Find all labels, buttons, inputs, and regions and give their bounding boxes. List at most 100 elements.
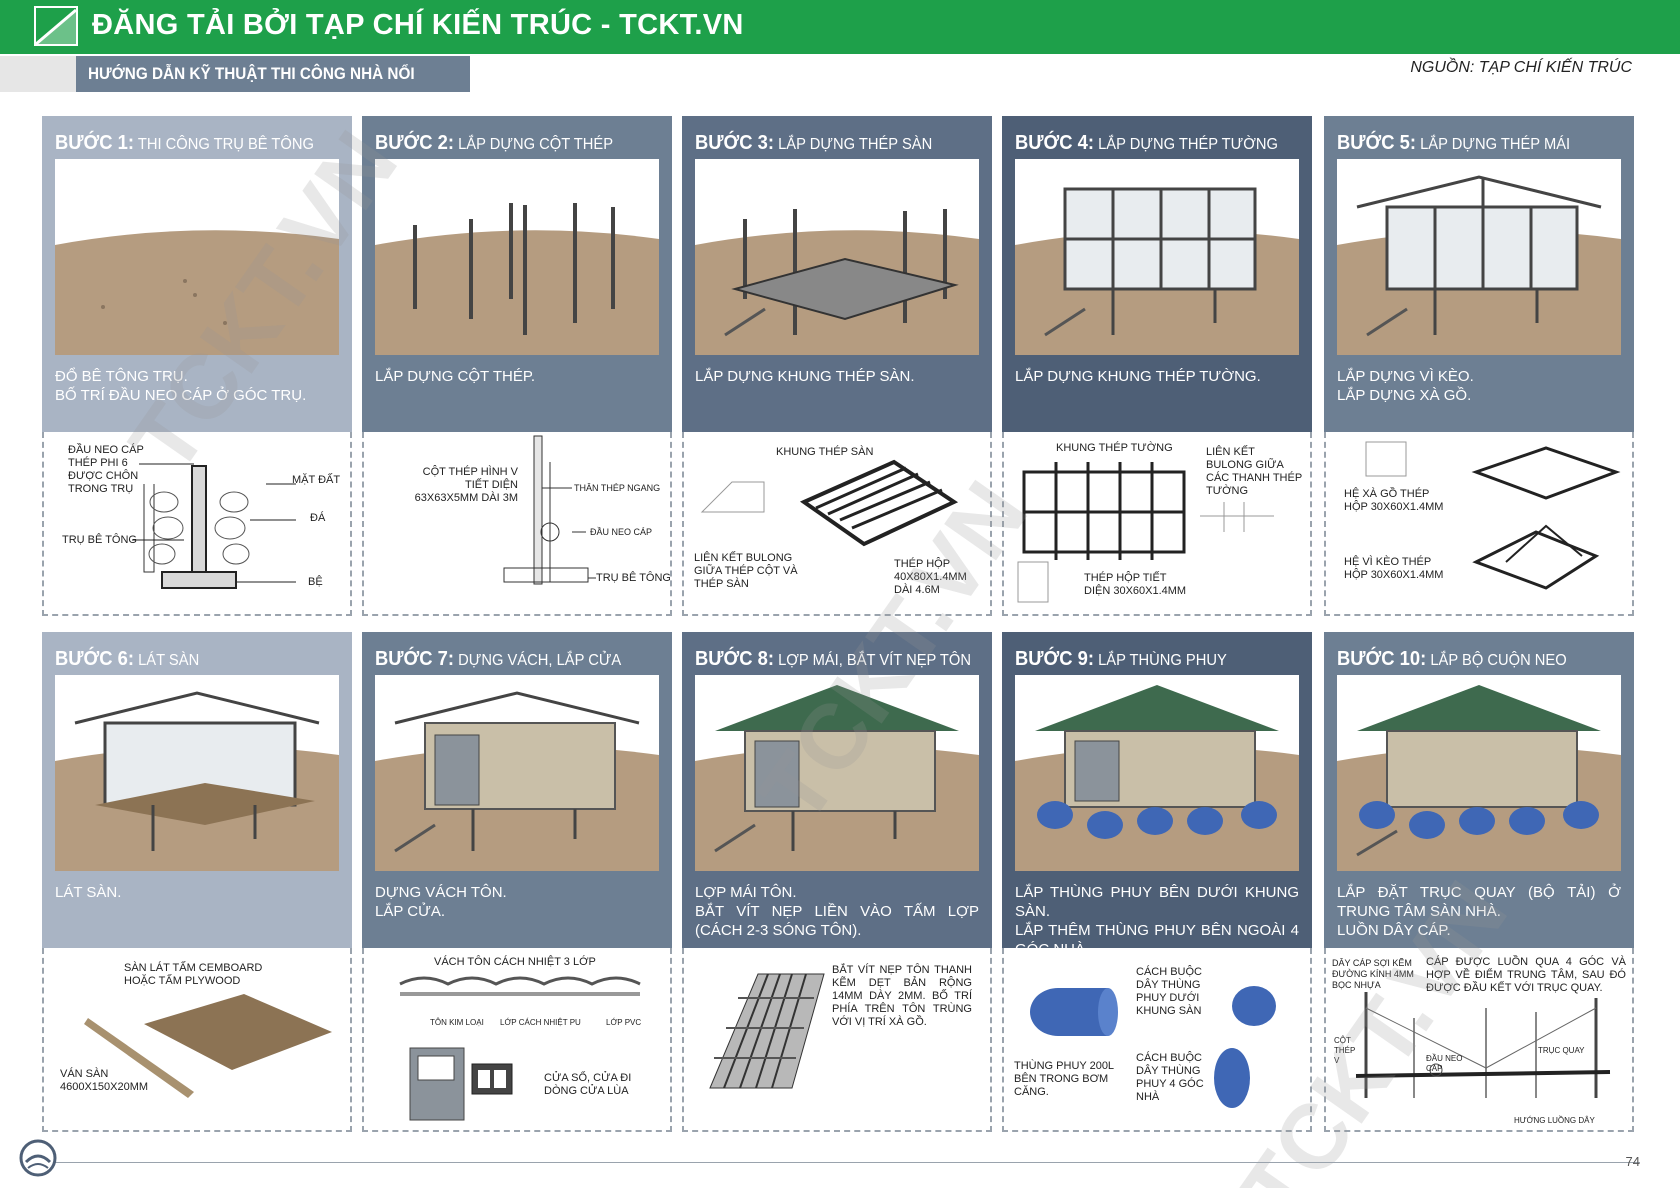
step-card-1: BƯỚC 1: THI CÔNG TRỤ BÊ TÔNG ĐỔ BÊ TÔNG … xyxy=(42,116,352,616)
concrete-pillars-illustration xyxy=(55,159,339,355)
step-title: BƯỚC 10: LẮP BỘ CUỘN NEO xyxy=(1337,648,1567,670)
step-detail-drawing: ĐẦU NEO CÁP THÉP PHI 6 ĐƯỢC CHÔN TRONG T… xyxy=(42,432,352,616)
detail-label: TÔN KIM LOẠI xyxy=(430,1018,484,1027)
footer-rule xyxy=(24,1162,1640,1163)
detail-label: CÁP ĐƯỢC LUỒN QUA 4 GÓC VÀ HỢP VỀ ĐIỂM T… xyxy=(1426,956,1626,994)
source-credit: NGUỒN: TẠP CHÍ KIẾN TRÚC xyxy=(1410,59,1632,76)
step-detail-drawing: CỘT THÉP HÌNH V TIẾT DIỆN 63X63X5MM DÀI … xyxy=(362,432,672,616)
step-card-10: BƯỚC 10: LẮP BỘ CUỘN NEO LẮP ĐẶT TRỤC QU… xyxy=(1324,632,1634,1132)
step-detail-drawing: KHUNG THÉP TƯỜNG LIÊN KẾT BULONG GIỮA CÁ… xyxy=(1002,432,1312,616)
detail-label: BỆ xyxy=(308,576,323,588)
roofing-illustration xyxy=(695,675,979,871)
wall-frame-drawing xyxy=(1017,462,1274,603)
detail-label: LỚP PVC xyxy=(606,1018,642,1027)
detail-label: THÉP HỘP TIẾT DIỆN 30X60X1.4MM xyxy=(1084,572,1187,597)
wall-frame-illustration xyxy=(1015,159,1299,355)
step-detail-drawing: VÁCH TÔN CÁCH NHIỆT 3 LỚP TÔN KIM LOẠI L… xyxy=(362,948,672,1132)
detail-label: CỘT THÉP V xyxy=(1334,1036,1356,1065)
detail-label: THÉP HỘP 40X80X1.4MM DÀI 4.6M xyxy=(894,558,967,596)
step-card-5: BƯỚC 5: LẮP DỰNG THÉP MÁI LẮP DỰNG VÌ KÈ… xyxy=(1324,116,1634,616)
detail-label: TRỤ BÊ TÔNG xyxy=(62,534,137,546)
header-banner: ĐĂNG TẢI BỞI TẠP CHÍ KIẾN TRÚC - TCKT.VN xyxy=(0,0,1680,54)
step-card-8: BƯỚC 8: LỢP MÁI, BẮT VÍT NẸP TÔN LỢP MÁI… xyxy=(682,632,992,1132)
step-card-4: BƯỚC 4: LẮP DỰNG THÉP TƯỜNG LẮP DỰNG KHU… xyxy=(1002,116,1312,616)
step-detail-drawing: THÙNG PHUY 200L BÊN TRONG BƠM CĂNG. CÁCH… xyxy=(1002,948,1312,1132)
detail-label: VÁCH TÔN CÁCH NHIỆT 3 LỚP xyxy=(434,956,596,968)
step-header: BƯỚC 1: THI CÔNG TRỤ BÊ TÔNG ĐỔ BÊ TÔNG … xyxy=(42,116,352,432)
page-number: 74 xyxy=(1625,1154,1640,1169)
step-title: BƯỚC 1: THI CÔNG TRỤ BÊ TÔNG xyxy=(55,132,314,154)
detail-label: TRỤC QUAY xyxy=(1538,1046,1585,1055)
detail-label: VÁN SÀN 4600X150X20MM xyxy=(60,1068,149,1093)
step-card-2: BƯỚC 2: LẮP DỰNG CỘT THÉP LẮP DỰNG CỘT T… xyxy=(362,116,672,616)
step-description: LỢP MÁI TÔN.BẮT VÍT NẸP LIỀN VÀO TẤM LỢP… xyxy=(695,884,979,939)
detail-label: ĐẦU NEO CÁP xyxy=(590,527,653,537)
step-description: LÁT SÀN. xyxy=(55,884,122,901)
step-illustration xyxy=(1337,159,1621,355)
subtitle-bar: HƯỚNG DẪN KỸ THUẬT THI CÔNG NHÀ NỔI xyxy=(76,56,470,92)
detail-label: DÂY CÁP SỢI KẼM ĐƯỜNG KÍNH 4MM BỌC NHỰA xyxy=(1332,958,1414,990)
publisher-logo-icon xyxy=(19,1139,57,1177)
detail-label: HỆ VÌ KÈO THÉP HỘP 30X60X1.4MM xyxy=(1344,556,1444,581)
step-header: BƯỚC 2: LẮP DỰNG CỘT THÉP LẮP DỰNG CỘT T… xyxy=(362,116,672,432)
step-title: BƯỚC 9: LẮP THÙNG PHUY xyxy=(1015,648,1227,670)
step-illustration xyxy=(55,159,339,355)
step-illustration xyxy=(1015,159,1299,355)
detail-label: HƯỚNG LUỒNG DÂY xyxy=(1514,1116,1595,1125)
step-card-9: BƯỚC 9: LẮP THÙNG PHUY LẮP THÙNG PHUY BÊ… xyxy=(1002,632,1312,1132)
detail-label: LỚP CÁCH NHIỆT PU xyxy=(500,1018,581,1027)
step-illustration xyxy=(695,159,979,355)
walls-door-illustration xyxy=(375,675,659,871)
detail-label: BẮT VÍT NẸP TÔN THANH KẼM DẸT BẢN RỘNG 1… xyxy=(832,964,972,1028)
detail-label: ĐÁ xyxy=(310,512,326,524)
detail-label: THÂN THÉP NGANG xyxy=(574,483,661,493)
step-detail-drawing: HỆ XÀ GỒ THÉP HỘP 30X60X1.4MM HỆ VÌ KÈO … xyxy=(1324,432,1634,616)
detail-label: KHUNG THÉP TƯỜNG xyxy=(1056,442,1173,454)
roof-frame-illustration xyxy=(1337,159,1621,355)
step-title: BƯỚC 5: LẮP DỰNG THÉP MÁI xyxy=(1337,132,1571,154)
cable-winch-drawing xyxy=(1355,992,1611,1098)
roof-screw-drawing xyxy=(709,973,825,1089)
step-title: BƯỚC 6: LÁT SÀN xyxy=(55,648,200,670)
step-header: BƯỚC 9: LẮP THÙNG PHUY LẮP THÙNG PHUY BÊ… xyxy=(1002,632,1312,958)
detail-label: KHUNG THÉP SÀN xyxy=(776,446,874,458)
drum-floats-illustration xyxy=(1015,675,1299,871)
floor-frame-drawing xyxy=(700,459,959,547)
detail-label: ĐẦU NEO CÁP THÉP PHI 6 ĐƯỢC CHÔN TRONG T… xyxy=(68,444,144,495)
step-title: BƯỚC 3: LẮP DỰNG THÉP SÀN xyxy=(695,132,933,154)
detail-label: CỘT THÉP HÌNH V TIẾT DIỆN 63X63X5MM DÀI … xyxy=(414,466,518,504)
step-detail-drawing: DÂY CÁP SỢI KẼM ĐƯỜNG KÍNH 4MM BỌC NHỰA … xyxy=(1324,948,1634,1132)
step-header: BƯỚC 4: LẮP DỰNG THÉP TƯỜNG LẮP DỰNG KHU… xyxy=(1002,116,1312,432)
steel-columns-illustration xyxy=(375,159,659,355)
document-subtitle: HƯỚNG DẪN KỸ THUẬT THI CÔNG NHÀ NỔI xyxy=(88,64,415,83)
column-anchor-drawing xyxy=(503,435,596,585)
step-header: BƯỚC 7: DỰNG VÁCH, LẮP CỬA DỰNG VÁCH TÔN… xyxy=(362,632,672,948)
step-card-3: BƯỚC 3: LẮP DỰNG THÉP SÀN LẮP DỰNG KHUNG… xyxy=(682,116,992,616)
drum-tie-drawing xyxy=(1030,986,1276,1108)
step-description: LẮP DỰNG KHUNG THÉP SÀN. xyxy=(695,368,915,385)
step-detail-drawing: BẮT VÍT NẸP TÔN THANH KẼM DẸT BẢN RỘNG 1… xyxy=(682,948,992,1132)
detail-label: CỬA SỔ, CỬA ĐI DÒNG CỬA LÙA xyxy=(544,1072,632,1097)
step-header: BƯỚC 5: LẮP DỰNG THÉP MÁI LẮP DỰNG VÌ KÈ… xyxy=(1324,116,1634,432)
detail-label: CÁCH BUỘC DÂY THÙNG PHUY DƯỚI KHUNG SÀN xyxy=(1136,966,1203,1017)
banner-title: ĐĂNG TẢI BỞI TẠP CHÍ KIẾN TRÚC - TCKT.VN xyxy=(92,9,744,41)
panel-door-drawing xyxy=(399,976,641,1121)
detail-label: ĐẦU NEO CÁP xyxy=(1426,1054,1463,1073)
pillar-section-drawing xyxy=(132,463,296,589)
floor-laying-illustration xyxy=(55,675,339,871)
step-description: LẮP DỰNG KHUNG THÉP TƯỜNG. xyxy=(1015,368,1261,385)
step-illustration xyxy=(55,675,339,871)
step-title: BƯỚC 8: LỢP MÁI, BẮT VÍT NẸP TÔN xyxy=(695,648,971,670)
detail-label: MẶT ĐẤT xyxy=(292,474,341,486)
detail-label: LIÊN KẾT BULONG GIỮA THÉP CỘT VÀ THÉP SÀ… xyxy=(694,552,798,590)
step-illustration xyxy=(695,675,979,871)
step-description: LẮP DỰNG VÌ KÈO.LẮP DỰNG XÀ GỒ. xyxy=(1337,368,1474,404)
tckt-logo-icon xyxy=(34,6,78,46)
step-title: BƯỚC 4: LẮP DỰNG THÉP TƯỜNG xyxy=(1015,132,1278,154)
step-description: DỰNG VÁCH TÔN.LẮP CỬA. xyxy=(375,884,507,920)
step-illustration xyxy=(1015,675,1299,871)
step-header: BƯỚC 10: LẮP BỘ CUỘN NEO LẮP ĐẶT TRỤC QU… xyxy=(1324,632,1634,948)
step-title: BƯỚC 7: DỰNG VÁCH, LẮP CỬA xyxy=(375,648,622,670)
roof-truss-drawing xyxy=(1365,441,1621,590)
anchor-winch-illustration xyxy=(1337,675,1621,871)
